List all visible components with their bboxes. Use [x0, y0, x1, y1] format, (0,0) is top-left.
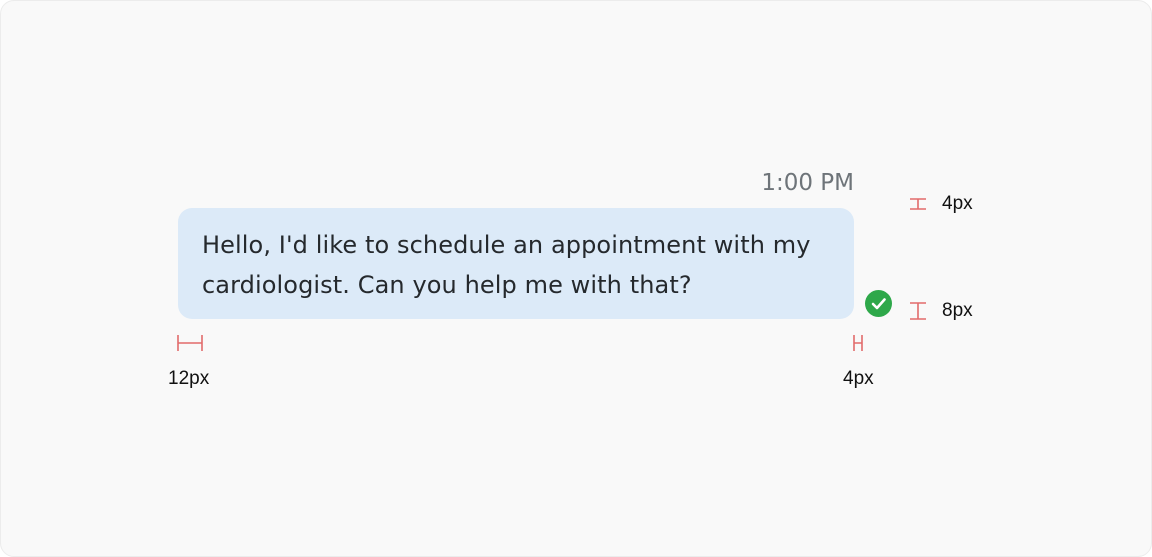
- timestamp-gap-marker: [910, 198, 926, 210]
- message-text: Hello, I'd like to schedule an appointme…: [202, 231, 811, 299]
- status-offset-marker: [853, 335, 863, 351]
- status-gap-marker: [910, 302, 926, 320]
- status-gap-label: 8px: [942, 300, 973, 321]
- check-circle-icon: [865, 290, 892, 317]
- status-offset-label: 4px: [843, 368, 874, 389]
- bubble-padding-marker: [177, 335, 203, 351]
- message-bubble[interactable]: Hello, I'd like to schedule an appointme…: [178, 208, 854, 319]
- bubble-padding-label: 12px: [168, 368, 210, 389]
- message-timestamp: 1:00 PM: [761, 170, 854, 196]
- timestamp-gap-label: 4px: [942, 193, 973, 214]
